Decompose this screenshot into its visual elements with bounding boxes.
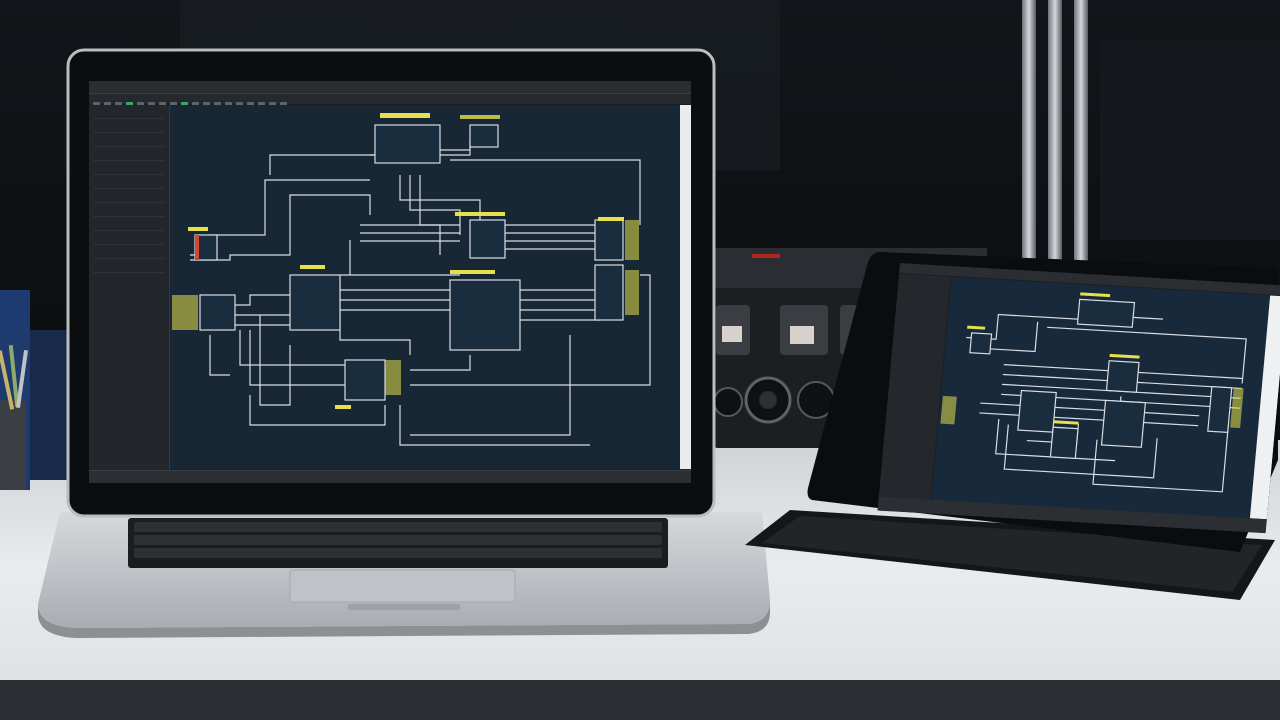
panel-row[interactable] (93, 137, 165, 147)
panel-row[interactable] (93, 249, 165, 259)
toolbar-tool-button[interactable] (258, 102, 265, 107)
toolbar-tool-button[interactable] (181, 102, 188, 107)
schematic-labels (172, 113, 639, 409)
toolbar-tool-button[interactable] (159, 102, 166, 107)
schematic-blocks (969, 298, 1233, 459)
toolbar-tool-button[interactable] (104, 102, 111, 107)
toolbar-tool-button[interactable] (170, 102, 177, 107)
panel-row[interactable] (93, 109, 165, 119)
laptop-keyboard (134, 522, 662, 558)
desk-edge (0, 680, 1280, 720)
toolbar-tool-button[interactable] (203, 102, 210, 107)
laptop-screen (89, 81, 691, 483)
menu-bar (89, 81, 691, 94)
panel-row[interactable] (93, 179, 165, 189)
toolbar-tool-button[interactable] (115, 102, 122, 107)
toolbar-tool-button[interactable] (214, 102, 221, 107)
schematic-wires (190, 139, 651, 446)
schematic-canvas[interactable] (931, 276, 1271, 519)
panel-row[interactable] (93, 207, 165, 217)
toolbar-tool-button[interactable] (269, 102, 276, 107)
panel-row[interactable] (93, 221, 165, 231)
panel-row[interactable] (93, 263, 165, 273)
properties-panel (89, 105, 170, 470)
panel-row[interactable] (93, 151, 165, 161)
vertical-scrollbar[interactable] (680, 105, 691, 469)
status-bar (89, 470, 691, 483)
laptop-trackpad (289, 569, 516, 603)
schematic-labels (940, 292, 1244, 429)
background-panel (1100, 40, 1280, 240)
panel-row[interactable] (93, 193, 165, 203)
toolbar-tool-button[interactable] (280, 102, 287, 107)
toolbar-tool-button[interactable] (126, 102, 133, 107)
panel-row[interactable] (93, 165, 165, 175)
schematic-canvas[interactable] (170, 105, 680, 469)
metal-pole (1022, 0, 1088, 262)
schematic-blocks (194, 124, 624, 401)
toolbar-tool-button[interactable] (192, 102, 199, 107)
toolbar-tool-button[interactable] (236, 102, 243, 107)
panel-row[interactable] (93, 123, 165, 133)
toolbar-tool-button[interactable] (137, 102, 144, 107)
panel-row[interactable] (93, 235, 165, 245)
schematic-drawing (172, 113, 651, 446)
toolbar-tool-button[interactable] (247, 102, 254, 107)
toolbar-tool-button[interactable] (225, 102, 232, 107)
toolbar (89, 94, 691, 107)
pen-holder-icon (0, 290, 70, 490)
schematic-wires (966, 309, 1247, 493)
toolbar-tool-button[interactable] (93, 102, 100, 107)
schematic-drawing (940, 292, 1247, 493)
tablet-screen (877, 263, 1280, 534)
toolbar-tool-button[interactable] (148, 102, 155, 107)
